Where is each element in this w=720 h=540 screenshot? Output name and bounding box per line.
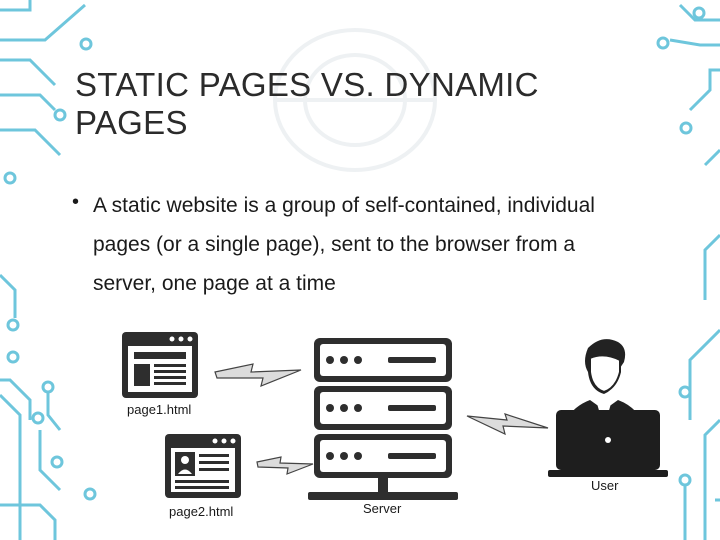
slide-title: STATIC PAGES VS. DYNAMIC PAGES [75,66,539,141]
user-label: User [591,478,619,493]
bullet-dot: • [72,191,80,213]
circuit-decoration-right [656,3,720,540]
transfer-bolt-icon [214,363,302,387]
page2-document-icon [165,434,241,498]
page2-label: page2.html [169,504,234,519]
transfer-bolt-icon [466,413,549,436]
circuit-decoration-left [0,0,97,540]
server-label: Server [363,501,402,516]
bullet-text: A static website is a group of self-cont… [93,194,595,295]
transfer-bolt-icon [256,456,314,475]
page1-document-icon [122,332,198,398]
watermark-shape [273,28,437,172]
server-icon [308,338,458,500]
static-website-diagram: page1.html page2.html [0,320,720,540]
laptop-icon [548,410,668,477]
page1-label: page1.html [127,402,192,417]
bullet-point: • A static website is a group of self-co… [72,186,632,303]
